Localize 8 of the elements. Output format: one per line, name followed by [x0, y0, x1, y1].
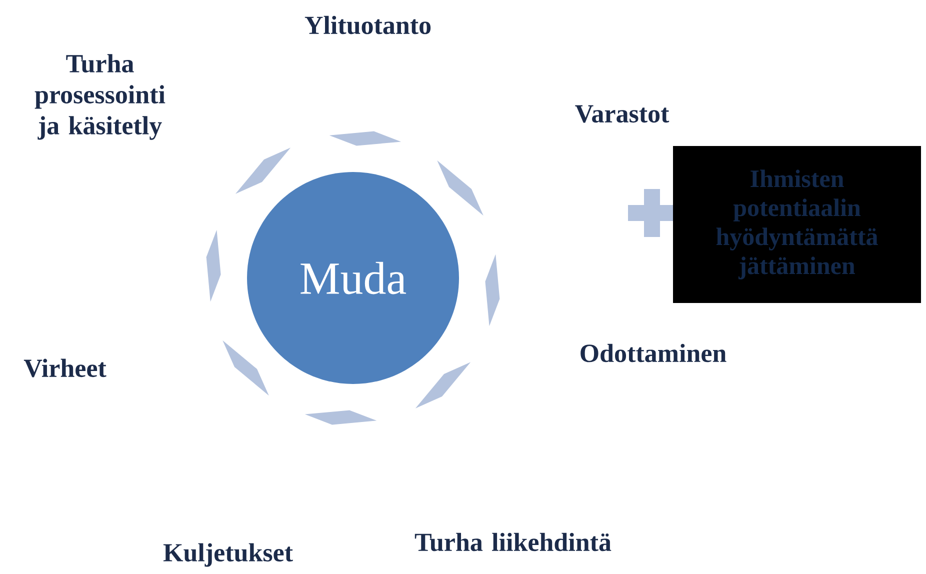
waste-label: Kuljetukset — [163, 543, 293, 567]
waste-label: Turha liikehdintä — [414, 532, 612, 552]
text-box: Ihmisten potentiaalin hyödyntämättä jättäminen — [673, 146, 921, 303]
waste-label: Turha prosessointi ja käsitetly — [34, 54, 166, 140]
waste-label: Odottaminen — [580, 344, 726, 362]
waste-label: Virheet — [24, 358, 106, 378]
waste-label: Ylituotanto — [304, 16, 431, 34]
waste-label: Varastot — [575, 105, 670, 123]
